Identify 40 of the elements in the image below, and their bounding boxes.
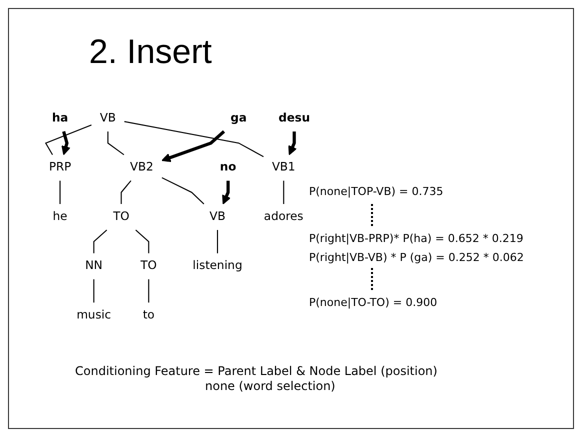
arrow [161, 130, 225, 162]
node-text: he [52, 209, 67, 224]
connector [92, 230, 107, 254]
node-text: PRP [48, 160, 71, 174]
node-text: TO [112, 209, 129, 224]
node-text: VB [99, 110, 116, 125]
node-text: no [219, 160, 236, 174]
connector [44, 124, 92, 156]
connector [148, 279, 149, 303]
connector [92, 279, 94, 303]
connector [134, 230, 149, 254]
arrow [60, 131, 70, 156]
connector [161, 177, 204, 204]
node-text: VB [209, 209, 225, 224]
node-text: VB2 [130, 160, 153, 174]
node-text: NN [84, 258, 102, 272]
connector [120, 180, 131, 204]
node-text: music [76, 308, 111, 322]
connector [124, 121, 264, 158]
node-text: listening [192, 258, 242, 272]
slide-title: 2. Insert [89, 33, 212, 72]
probability-formula: P(none|TO-TO) = 0.900 [309, 296, 438, 309]
arrow [288, 131, 296, 156]
probability-formula: P(none|TOP-VB) = 0.735 [309, 185, 444, 198]
connector [282, 180, 284, 204]
note-text: none (word selection) [205, 379, 336, 393]
probability-formula: P(right|VB-VB) * P (ga) = 0.252 * 0.062 [309, 251, 524, 264]
connector [59, 180, 60, 204]
node-text: ga [230, 110, 246, 125]
node-text: VB1 [271, 160, 295, 174]
connector [106, 131, 124, 156]
node-text: to [142, 308, 154, 322]
node-text: ha [51, 110, 68, 125]
node-text: desu [278, 110, 310, 125]
connector [216, 230, 218, 254]
note-text: Conditioning Feature = Parent Label & Node Label (position) [75, 364, 438, 378]
arrow [222, 180, 230, 204]
node-text: adores [263, 209, 303, 224]
probability-formula: P(right|VB-PRP)* P(ha) = 0.652 * 0.219 [309, 232, 524, 245]
node-text: TO [140, 258, 156, 272]
